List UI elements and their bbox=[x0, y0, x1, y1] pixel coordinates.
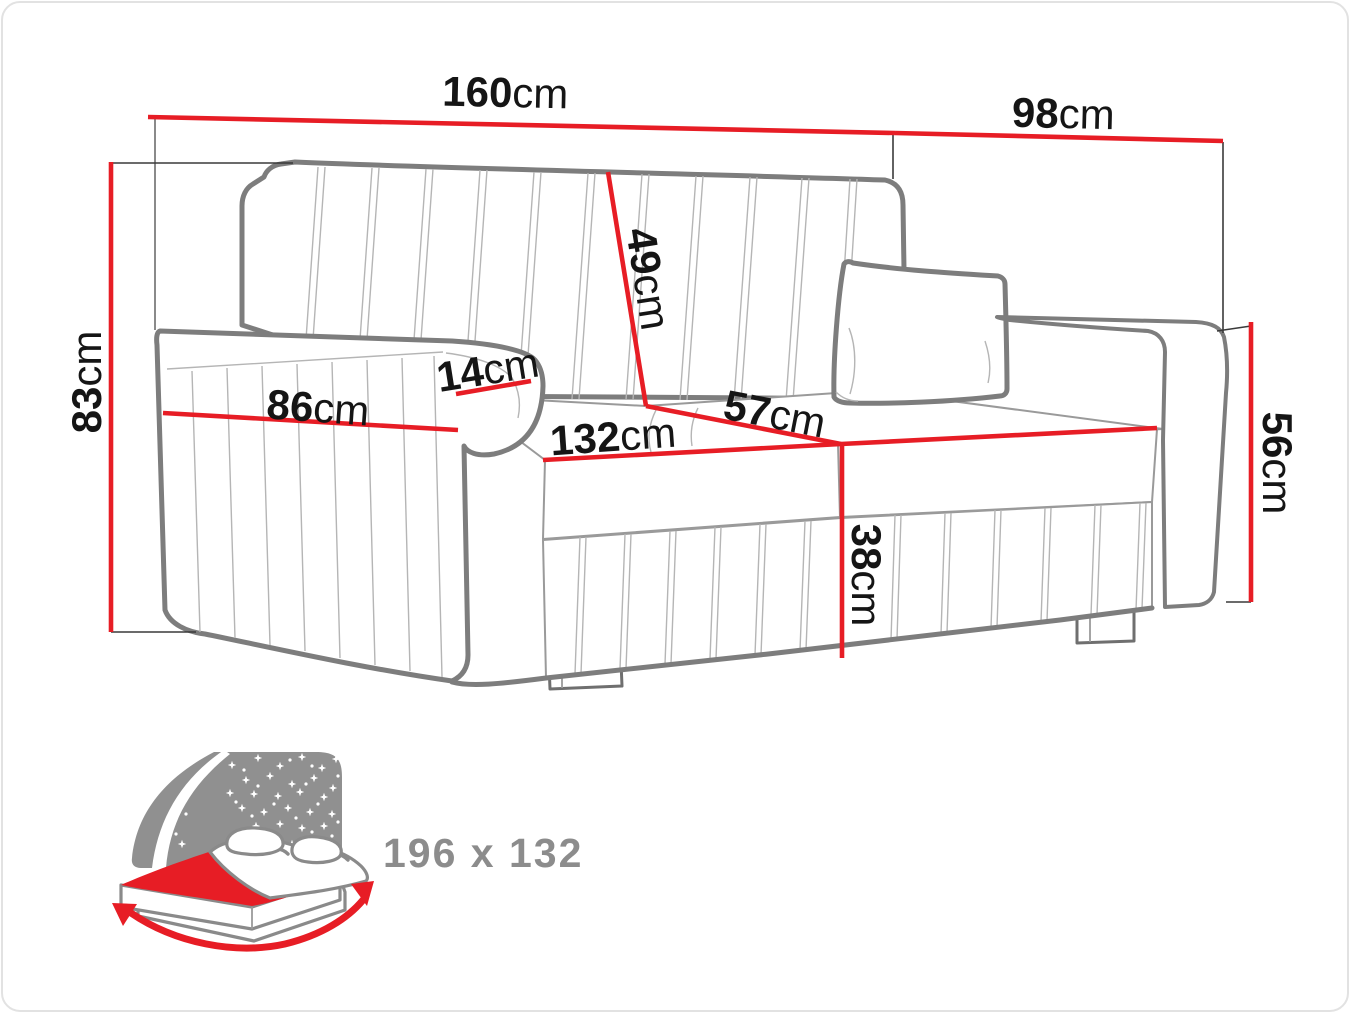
dim-label-total-height: 83cm bbox=[63, 331, 110, 434]
bed-pillow-left bbox=[225, 826, 285, 857]
unfold-arrow bbox=[127, 896, 367, 952]
unfold-arrow-right-head bbox=[351, 881, 374, 906]
dim-line-total-depth bbox=[894, 130, 1224, 144]
dim-label-total-width: 160cm bbox=[442, 68, 569, 118]
dim-line-total-width bbox=[147, 114, 896, 136]
dim-line-armrest-length bbox=[162, 410, 459, 433]
left-armrest-inner-edges bbox=[166, 351, 521, 419]
fold-out-bed-icon bbox=[112, 826, 374, 952]
sleeping-function-icon: 196 x 132 bbox=[112, 750, 583, 952]
dim-line-backrest-height bbox=[605, 171, 649, 407]
dimension-labels: 160cm 98cm 83cm 49cm 14cm 86cm 132cm 57c… bbox=[63, 68, 1301, 627]
projection-lines bbox=[110, 118, 1252, 633]
pillow-outline bbox=[831, 259, 1010, 406]
dim-label-seat-height: 38cm bbox=[843, 524, 890, 627]
dim-label-armrest-height: 56cm bbox=[1254, 412, 1301, 515]
night-sky-panel bbox=[131, 752, 342, 868]
throw-pillow bbox=[831, 259, 1010, 406]
bed-pillow-right bbox=[290, 835, 343, 865]
dim-label-armrest-length: 86cm bbox=[265, 381, 371, 435]
pillow-creases bbox=[835, 327, 991, 402]
sleeping-area-label: 196 x 132 bbox=[383, 830, 583, 876]
dim-label-backrest-height: 49cm bbox=[617, 224, 679, 333]
dim-line-armrest-width bbox=[455, 378, 532, 397]
base-stitching bbox=[574, 502, 1147, 675]
dim-line-seat-width bbox=[542, 441, 842, 463]
seat-fold-lines bbox=[648, 407, 699, 453]
dim-label-seat-depth: 57cm bbox=[720, 381, 830, 447]
base-bottom-edge bbox=[449, 605, 1155, 687]
dimension-lines bbox=[108, 114, 1254, 658]
stars-icon bbox=[167, 752, 341, 867]
dim-label-seat-width: 132cm bbox=[548, 409, 677, 465]
backrest-stitching bbox=[301, 166, 858, 402]
left-armrest-stitching bbox=[191, 355, 443, 678]
dim-label-armrest-width: 14cm bbox=[433, 338, 542, 400]
unfold-arrow-left-head bbox=[112, 903, 137, 926]
dim-line-seat-front-edge bbox=[840, 425, 1158, 447]
moon-crescent-icon bbox=[152, 750, 230, 868]
dim-line-seat-depth bbox=[645, 403, 842, 447]
right-armrest bbox=[995, 315, 1230, 609]
dim-label-total-depth: 98cm bbox=[1011, 89, 1115, 138]
